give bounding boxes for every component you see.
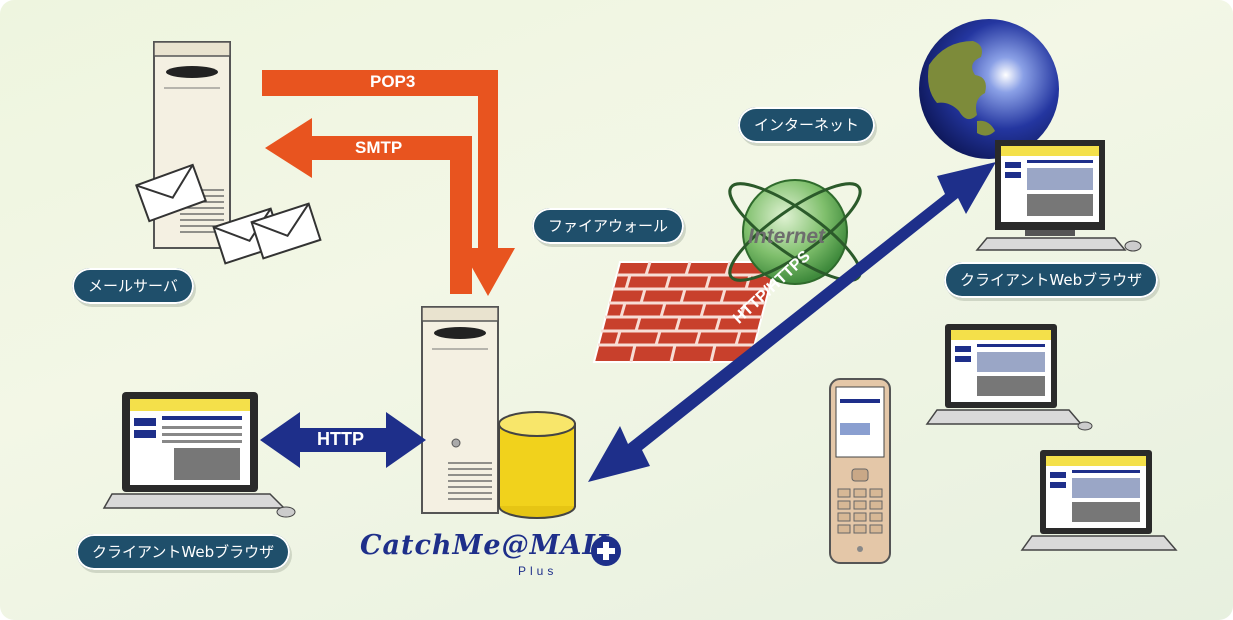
internet-globe-text: Internet [748,225,826,248]
http-arrow [260,412,426,468]
mail-server-label: メールサーバ [72,268,194,304]
smtp-label: SMTP [355,138,403,157]
web-server-icon [421,306,499,514]
envelope-icon [250,202,322,260]
plus-icon [591,536,621,566]
laptop-icon [925,324,1093,431]
database-icon [498,411,576,519]
envelope-icon [135,163,207,223]
internet-globe-icon [728,179,862,285]
http-label: HTTP [317,429,364,449]
laptop-icon [102,392,296,518]
product-logo-sub: Plus [518,564,558,578]
firewall-icon [592,261,778,363]
world-globe-icon [919,19,1059,159]
internet-label: インターネット [738,107,876,143]
client-right-label: クライアントWebブラウザ [944,262,1159,298]
client-left-label: クライアントWebブラウザ [76,534,291,570]
firewall-label: ファイアウォール [532,208,685,244]
product-logo: CatchMe@MAIL [360,530,617,561]
mobile-phone-icon [829,378,891,564]
pop3-label: POP3 [370,72,416,91]
laptop-icon [1020,450,1178,551]
desktop-pc-icon [975,140,1142,252]
